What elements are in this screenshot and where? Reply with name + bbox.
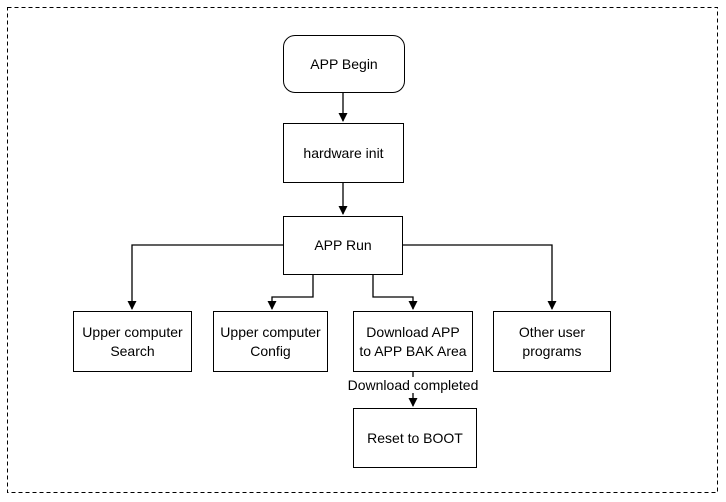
- edge-apprun-download: [372, 275, 418, 310]
- node-reset-to-boot: Reset to BOOT: [353, 408, 477, 468]
- node-app-begin: APP Begin: [283, 35, 405, 93]
- node-upper-computer-config: Upper computer Config: [213, 311, 328, 372]
- edge-apprun-otherprograms: [403, 244, 557, 310]
- node-upper-computer-search: Upper computer Search: [73, 311, 192, 372]
- node-hardware-init: hardware init: [283, 123, 404, 183]
- node-other-user-programs: Other user programs: [493, 311, 611, 372]
- node-app-run: APP Run: [283, 216, 403, 275]
- edge-apprun-config: [267, 275, 314, 310]
- dashed-border-frame: [7, 7, 718, 493]
- edge-apprun-search: [127, 244, 283, 310]
- edge-label-download-completed: Download completed: [344, 377, 482, 393]
- node-download-app-bak: Download APP to APP BAK Area: [353, 311, 473, 372]
